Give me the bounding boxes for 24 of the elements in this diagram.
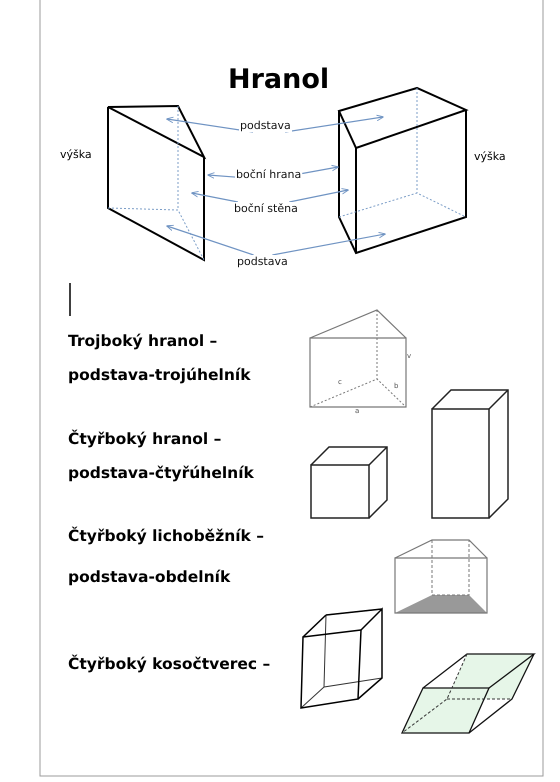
leader-line	[166, 224, 254, 256]
leader-line	[289, 188, 350, 203]
leader-line	[302, 164, 340, 174]
leader-label: podstava	[236, 255, 289, 268]
leader-label: boční hrana	[235, 168, 302, 181]
leader-line	[272, 232, 386, 256]
leader-line	[206, 172, 236, 179]
heading-text: podstava-obdelník	[68, 568, 230, 586]
heading-text: podstava-čtyřúhelník	[68, 464, 254, 482]
leader-line	[285, 114, 384, 133]
heading-text: Trojboký hranol –	[68, 332, 218, 350]
rectangular-prism-drawing	[338, 86, 469, 254]
leader-line	[190, 191, 238, 203]
title: Hranol	[228, 64, 330, 95]
triangular-prism-drawing	[107, 105, 206, 262]
heading-text: Čtyřboký kosočtverec –	[68, 655, 270, 673]
leader-label: boční stěna	[233, 202, 299, 215]
heading-text: podstava-trojúhelník	[68, 366, 250, 384]
side-label: výška	[474, 150, 506, 163]
side-label: výška	[60, 148, 92, 161]
leader-label: podstava	[239, 119, 292, 132]
heading-text: Čtyřboký lichoběžník –	[68, 527, 264, 545]
heading-text: Čtyřboký hranol –	[68, 430, 222, 448]
leader-line	[166, 116, 254, 133]
